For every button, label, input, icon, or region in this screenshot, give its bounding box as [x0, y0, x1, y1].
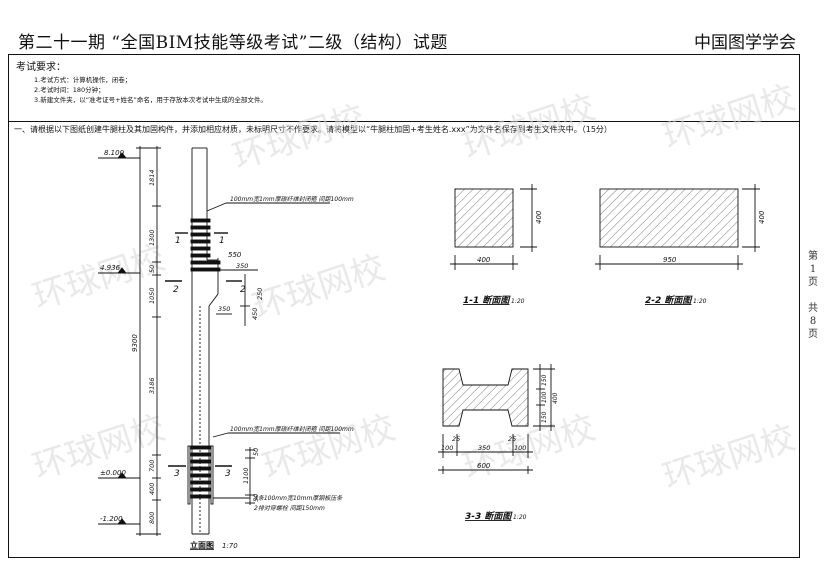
section-mark: 3 [225, 469, 231, 479]
section-caption: 2-2 断面图 [645, 295, 693, 306]
elevation-labels: 8.100 4.936 ±0.000 -1.200 9300 1814 1300… [100, 149, 354, 550]
dim-label: 25 [508, 435, 516, 443]
page-char: 8 [809, 316, 817, 327]
annotation-steel-plate: 4条100mm宽10mm厚钢板压条 [254, 494, 343, 502]
annotation-cfrp-top: 100mm宽1mm厚碳纤维封闭箍 间距100mm [230, 195, 354, 203]
requirement-item: 1.考试方式：计算机操作，闭卷； [34, 76, 132, 84]
dim-ticks [136, 147, 161, 535]
elevation-scale: 1:70 [222, 542, 238, 550]
section-mark: 3 [174, 469, 180, 479]
dim-label: 950 [663, 256, 677, 264]
section-1-1 [450, 184, 537, 270]
dim-label: 400 [758, 210, 766, 224]
dim-segment: 700 [148, 460, 156, 472]
level-label: -1.200 [100, 515, 123, 523]
level-label: 4.936 [100, 264, 121, 272]
level-marks [98, 152, 140, 525]
dim-label: 600 [477, 462, 491, 470]
dim-label: 50 [252, 494, 260, 502]
dim-label: 550 [228, 251, 242, 259]
cfrp-wrap-top [190, 218, 221, 272]
dim-label: 250 [256, 288, 264, 300]
section-caption: 1-1 断面图 [463, 295, 511, 306]
section-mark: 2 [240, 285, 246, 295]
annotation-bolts: 2排对穿螺栓 间距150mm [254, 504, 325, 512]
section-caption: 3-3 断面图 [465, 511, 513, 522]
dim-total: 9300 [131, 334, 139, 352]
dim-label: 350 [236, 262, 248, 270]
page-char: 共 [808, 303, 818, 314]
page-indicator: 第 1 页 共 8 页 [806, 250, 820, 341]
requirement-item: 2.考试时间：180分钟； [34, 86, 105, 94]
dim-segment: 1050 [148, 287, 156, 304]
dim-label: 100 [514, 444, 526, 452]
level-label: ±0.000 [100, 469, 126, 477]
section-2-2 [595, 184, 760, 270]
requirement-item: 3.新建文件夹，以“准考证号+姓名”命名，用于存放本次考试中生成的全部文件。 [34, 96, 267, 104]
dim-label: 400 [552, 392, 559, 404]
section-cuts [165, 232, 242, 467]
dim-segment: 400 [148, 483, 156, 495]
section-mark: 1 [219, 236, 225, 246]
section-scale: 1:20 [511, 298, 525, 305]
dim-segment: 3186 [148, 377, 156, 394]
section-scale: 1:20 [513, 514, 527, 521]
dim-label: 400 [535, 210, 543, 224]
level-label: 8.100 [104, 149, 125, 157]
dim-label: 150 [541, 411, 548, 423]
elevation-view [98, 146, 340, 536]
dim-label: 150 [541, 374, 548, 386]
dim-label: 25 [452, 435, 460, 443]
dim-segment: 50 [148, 265, 156, 273]
section-3-3 [438, 364, 555, 474]
section-scale: 1:20 [693, 298, 707, 305]
dim-segment: 1300 [148, 229, 156, 246]
requirements-box [8, 54, 800, 122]
drawing-frame [8, 54, 800, 558]
dim-label: 350 [478, 444, 490, 452]
page-char: 页 [808, 329, 818, 340]
dim-label: 100 [541, 391, 548, 403]
requirements-title: 考试要求： [16, 62, 66, 73]
annotation-cfrp-bottom: 100mm宽1mm厚碳纤维封闭箍 间距100mm [230, 425, 354, 433]
dim-label: 1100 [242, 467, 250, 484]
dim-label: 450 [251, 308, 259, 320]
organization-name: 中国图学学会 [694, 33, 796, 53]
page-char: 第 [808, 251, 818, 262]
section-mark: 2 [173, 285, 179, 295]
dim-segment: 1814 [148, 169, 156, 186]
cfrp-wrap-bottom [190, 445, 212, 499]
question-text: 一、请根据以下图纸创建牛腿柱及其加固构件，并添加相应材质，未标明尺寸不作要求。请… [14, 125, 612, 134]
dim-label: 350 [218, 305, 230, 313]
page-char: 页 [808, 277, 818, 288]
section-mark: 1 [175, 236, 181, 246]
page-char: 1 [809, 264, 817, 275]
dim-label: 400 [477, 256, 491, 264]
elevation-caption: 立面图 [190, 540, 214, 550]
exam-title: 第二十一期 “全国BIM技能等级考试”二级（结构）试题 [18, 33, 448, 53]
dim-segment: 800 [148, 512, 156, 524]
dim-label: 100 [441, 444, 453, 452]
dim-label: 50 [252, 448, 260, 456]
